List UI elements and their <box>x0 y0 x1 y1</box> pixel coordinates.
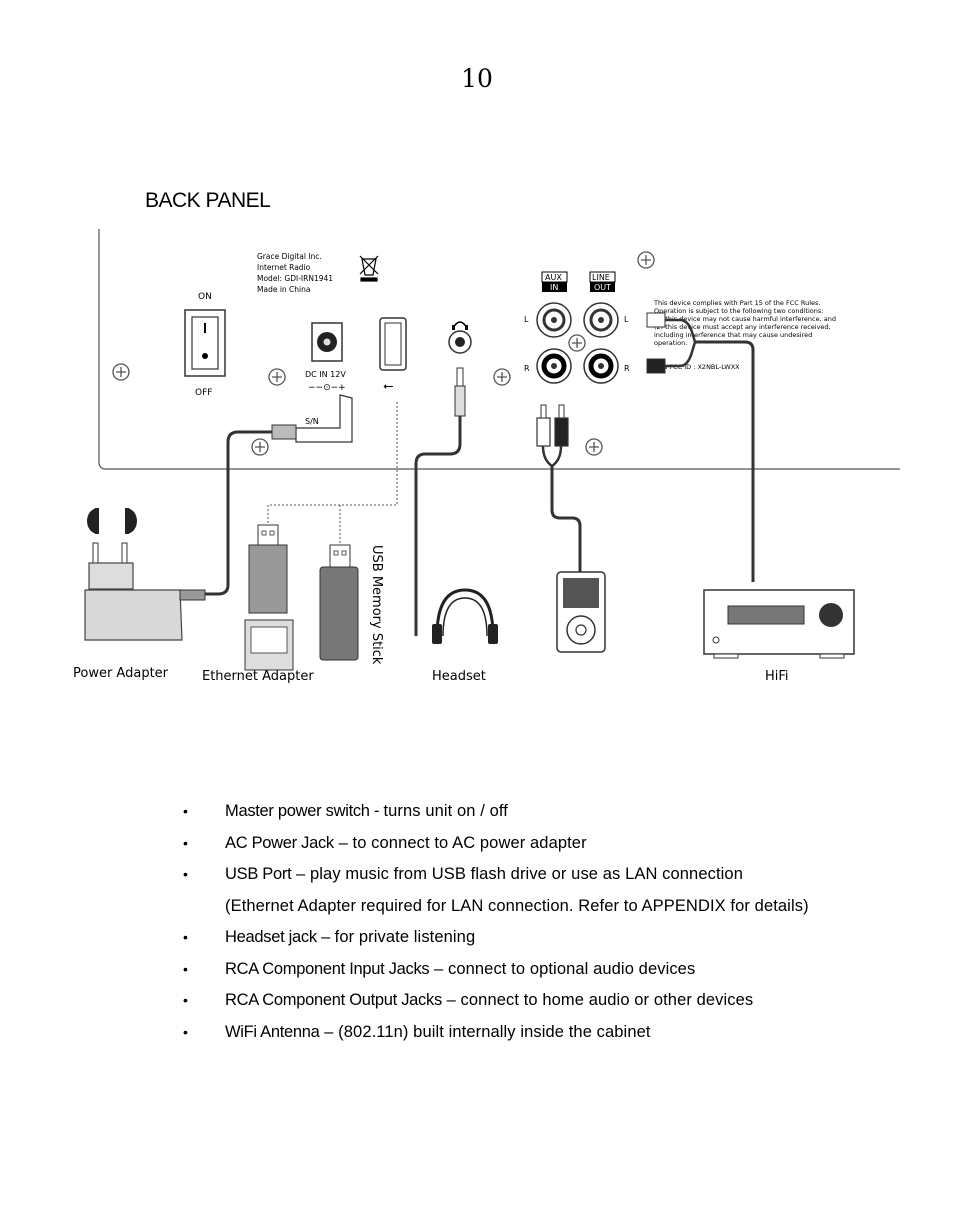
aux-in-label: AUX IN <box>541 271 568 292</box>
feature-term: USB Port <box>225 865 292 883</box>
panel-outline <box>98 229 900 470</box>
screw-icon <box>112 363 130 381</box>
feature-desc: for private listening <box>329 928 476 946</box>
switch-off-label: OFF <box>195 388 212 398</box>
svg-text:−−⊙−+: −−⊙−+ <box>308 383 346 393</box>
power-cable <box>205 430 272 596</box>
feature-desc: – (802.11n) built internally inside the … <box>319 1022 651 1041</box>
bullet: • <box>183 866 188 882</box>
bullet: • <box>183 803 188 819</box>
feature-term: RCA Component Input Jacks <box>225 959 430 978</box>
bullet: • <box>183 960 188 977</box>
section-title: BACK PANEL <box>145 189 271 212</box>
feature-term: Master power switch - <box>225 802 384 820</box>
feature-term: WiFi Antenna <box>225 1022 320 1041</box>
rca-input-jacks <box>536 302 572 384</box>
svg-text:(1) this device may not cause: (1) this device may not cause harmful in… <box>654 315 836 323</box>
screw-icon <box>493 368 511 386</box>
svg-text:This FCC ID : X2NBL-LWXX: This FCC ID : X2NBL-LWXX <box>653 363 740 371</box>
hifi-label: HiFi <box>765 669 789 684</box>
screw-icon <box>251 438 269 456</box>
weee-bin-icon <box>359 255 379 282</box>
device-info: Grace Digital Inc. Internet Radio Model:… <box>257 252 333 294</box>
feature-desc: – play music from USB flash drive or use… <box>291 865 743 883</box>
ethernet-adapter <box>244 524 294 671</box>
power-adapter <box>84 542 206 641</box>
svg-text:This device complies with Part: This device complies with Part 15 of the… <box>653 299 820 307</box>
dc-plug <box>295 394 353 443</box>
svg-text:R: R <box>524 364 530 373</box>
bullet: • <box>183 929 188 945</box>
power-adapter-label: Power Adapter <box>73 666 169 681</box>
bullet: • <box>183 992 188 1008</box>
svg-text:L: L <box>624 315 629 324</box>
headset-cable <box>414 416 462 636</box>
headset-icon <box>432 588 498 644</box>
list-item: • RCA Component Input Jacks – connect to … <box>183 954 809 986</box>
feature-desc: – to connect to AC power adapter <box>333 833 587 852</box>
svg-text:Made in China: Made in China <box>257 285 310 294</box>
usb-memory-stick <box>319 544 359 661</box>
line-out-label: LINE OUT <box>589 271 616 292</box>
screw-icon <box>585 438 603 456</box>
feature-desc: – connect to home audio or other devices <box>441 991 754 1009</box>
svg-text:AUX: AUX <box>545 273 562 282</box>
plug-icons <box>87 508 137 534</box>
media-player-icon <box>556 571 606 653</box>
screw-icon <box>637 251 655 269</box>
screw-icon <box>268 368 286 386</box>
svg-text:Operation is subject to the fo: Operation is subject to the following tw… <box>654 307 823 315</box>
svg-text:DC IN 12V: DC IN 12V <box>305 370 346 379</box>
headphone-icon <box>452 321 468 329</box>
headset-label: Headset <box>432 669 486 684</box>
svg-text:LINE: LINE <box>592 273 610 282</box>
feature-desc: turns unit on / off <box>383 802 508 820</box>
svg-text:OUT: OUT <box>594 283 611 292</box>
usb-icon: ⭠ <box>383 379 393 394</box>
list-item: • AC Power Jack – to connect to AC power … <box>183 828 809 860</box>
bullet: • <box>183 834 188 851</box>
feature-term: AC Power Jack <box>225 833 334 852</box>
list-item: • WiFi Antenna – (802.11n) built internal… <box>183 1017 809 1049</box>
svg-text:R: R <box>624 364 630 373</box>
hifi-cable <box>695 340 755 582</box>
usb-dotted-line <box>267 402 398 545</box>
feature-list: • Master power switch - turns unit on / o… <box>183 796 809 1048</box>
svg-text:S/N: S/N <box>305 417 319 426</box>
list-item-continuation: (Ethernet Adapter required for LAN conne… <box>183 891 809 923</box>
svg-text:Grace Digital Inc.: Grace Digital Inc. <box>257 252 322 261</box>
page-number: 10 <box>461 64 493 93</box>
feature-term: RCA Component Output Jacks <box>225 991 442 1009</box>
svg-text:IN: IN <box>550 283 558 292</box>
list-item: • USB Port – play music from USB flash dr… <box>183 859 809 891</box>
feature-desc: (Ethernet Adapter required for LAN conne… <box>225 896 809 915</box>
bullet: • <box>183 1023 188 1040</box>
fcc-notice: This device complies with Part 15 of the… <box>653 299 836 371</box>
usb-memory-stick-label: USB Memory Stick <box>369 545 384 665</box>
back-panel-diagram: ON OFF Grace Digital Inc. Internet Radio… <box>73 229 900 684</box>
svg-text:Internet Radio: Internet Radio <box>257 263 311 272</box>
ipod-cable <box>550 466 582 572</box>
feature-term: Headset jack – <box>225 928 330 946</box>
svg-text:L: L <box>524 315 529 324</box>
list-item: • RCA Component Output Jacks – connect to… <box>183 985 809 1017</box>
screw-icon <box>568 334 586 352</box>
hifi-icon <box>703 589 855 659</box>
svg-text:Model: GDI-IRN1941: Model: GDI-IRN1941 <box>257 274 333 283</box>
switch-on-label: ON <box>198 292 212 302</box>
svg-text:operation.: operation. <box>654 339 687 347</box>
feature-desc: – connect to optional audio devices <box>429 959 696 978</box>
ethernet-adapter-label: Ethernet Adapter <box>202 669 314 684</box>
rca-output-jacks <box>583 302 619 384</box>
svg-text:including interference that ma: including interference that may cause un… <box>654 331 812 339</box>
svg-text:(2) this device must accept an: (2) this device must accept any interfer… <box>654 323 831 331</box>
list-item: • Headset jack – for private listening <box>183 922 809 954</box>
list-item: • Master power switch - turns unit on / o… <box>183 796 809 828</box>
